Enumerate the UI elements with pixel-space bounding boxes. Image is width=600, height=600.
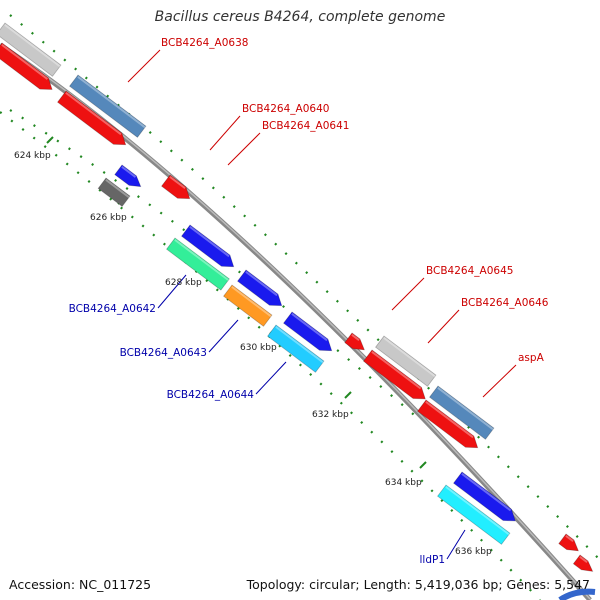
- map-title: Bacillus cereus B4264, complete genome: [154, 9, 446, 25]
- kbp-label: 630 kbp: [240, 343, 277, 353]
- tick-mark: [46, 136, 54, 144]
- accession-text: Accession: NC_011725: [9, 577, 152, 592]
- corner-arc: [558, 588, 596, 600]
- leader-line: [427, 309, 460, 344]
- gene-label[interactable]: BCB4264_A0638: [161, 37, 248, 49]
- gene-block[interactable]: [97, 177, 131, 207]
- gene-block[interactable]: [114, 164, 145, 191]
- gene-label[interactable]: BCB4264_A0645: [426, 265, 513, 277]
- gene-block[interactable]: [223, 284, 273, 327]
- gene-label[interactable]: BCB4264_A0643: [120, 347, 207, 359]
- tick-mark: [419, 461, 427, 469]
- kbp-label: 624 kbp: [14, 151, 51, 161]
- gene-block[interactable]: [429, 385, 495, 440]
- kbp-label: 626 kbp: [90, 213, 127, 223]
- gene-block[interactable]: [267, 324, 325, 373]
- gene-label[interactable]: BCB4264_A0644: [167, 389, 255, 401]
- gene-label[interactable]: aspA: [518, 352, 545, 364]
- gene-labels[interactable]: BCB4264_A0638BCB4264_A0640BCB4264_A0641B…: [69, 37, 549, 566]
- leader-line: [482, 364, 517, 398]
- kbp-label: 628 kbp: [165, 278, 202, 288]
- gene-features[interactable]: [0, 22, 596, 600]
- tick-mark: [344, 391, 352, 399]
- leader-line: [157, 274, 187, 309]
- gene-block[interactable]: [375, 335, 437, 387]
- gene-block[interactable]: [437, 484, 511, 545]
- dotted-track: [9, 109, 421, 421]
- topology-text: Topology: circular; Length: 5,419,036 bp…: [246, 577, 590, 592]
- dotted-tracks: [0, 14, 600, 600]
- gene-block[interactable]: [161, 174, 194, 204]
- kbp-labels: 624 kbp 626 kbp 628 kbp 630 kbp 632 kbp 634 k…: [14, 151, 492, 557]
- gene-block[interactable]: [57, 90, 130, 150]
- label-leader-lines: [127, 49, 517, 560]
- gene-block[interactable]: [453, 471, 520, 527]
- dotted-track: [0, 111, 541, 600]
- leader-line: [255, 361, 287, 395]
- gene-label[interactable]: lldP1: [419, 554, 445, 566]
- gene-block[interactable]: [181, 224, 238, 272]
- kbp-label: 634 kbp: [385, 478, 422, 488]
- gene-block[interactable]: [283, 311, 336, 356]
- gene-label[interactable]: BCB4264_A0641: [262, 120, 349, 132]
- gene-block[interactable]: [0, 22, 62, 77]
- leader-line: [227, 132, 261, 166]
- leader-line: [446, 529, 466, 560]
- gene-block[interactable]: [0, 42, 56, 95]
- gene-block[interactable]: [69, 74, 147, 138]
- leader-line: [209, 115, 241, 151]
- gene-label[interactable]: BCB4264_A0646: [461, 297, 549, 309]
- gene-block[interactable]: [344, 332, 368, 355]
- gene-block[interactable]: [572, 554, 596, 576]
- gene-block[interactable]: [417, 399, 482, 453]
- gene-label[interactable]: BCB4264_A0642: [69, 303, 156, 315]
- gene-block[interactable]: [237, 269, 286, 311]
- kbp-label: 632 kbp: [312, 410, 349, 420]
- gene-block[interactable]: [558, 533, 582, 556]
- leader-line: [127, 49, 161, 83]
- leader-line: [208, 319, 239, 353]
- leader-line: [391, 277, 425, 311]
- gene-block[interactable]: [363, 349, 430, 405]
- kbp-label: 636 kbp: [455, 547, 492, 557]
- gene-label[interactable]: BCB4264_A0640: [242, 103, 329, 115]
- gene-block[interactable]: [166, 237, 230, 291]
